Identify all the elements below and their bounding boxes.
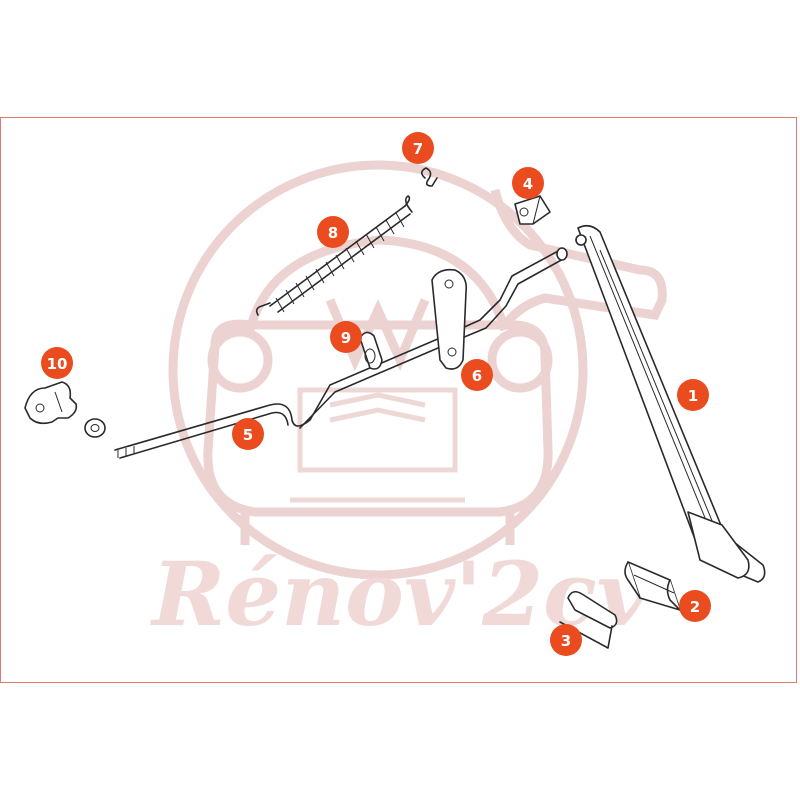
callout-label: 2 bbox=[690, 598, 700, 616]
accelerator-pedal-icon bbox=[575, 224, 766, 583]
callout-label: 3 bbox=[561, 632, 571, 650]
callout-label: 1 bbox=[688, 387, 698, 405]
return-spring-icon bbox=[255, 195, 413, 316]
callout-label: 5 bbox=[243, 426, 253, 444]
washer-icon bbox=[84, 418, 106, 438]
callout-10: 10 bbox=[41, 347, 73, 379]
callout-label: 7 bbox=[413, 140, 423, 158]
diagram-frame bbox=[0, 117, 797, 683]
callout-5: 5 bbox=[232, 418, 264, 450]
callout-label: 6 bbox=[472, 367, 482, 385]
accelerator-rod-icon bbox=[114, 247, 568, 459]
spring-clip-icon bbox=[420, 167, 438, 187]
pedal-stop-bracket-icon bbox=[514, 195, 551, 225]
callout-7: 7 bbox=[402, 132, 434, 164]
rod-mounting-bracket-icon bbox=[24, 381, 78, 425]
callout-6: 6 bbox=[461, 359, 493, 391]
callout-8: 8 bbox=[317, 216, 349, 248]
callout-1: 1 bbox=[677, 379, 709, 411]
lever-plate-icon bbox=[431, 268, 468, 370]
callout-3: 3 bbox=[550, 624, 582, 656]
callout-label: 10 bbox=[47, 355, 68, 373]
rod-bushing-icon bbox=[359, 331, 383, 370]
callout-label: 4 bbox=[523, 175, 533, 193]
callout-label: 9 bbox=[341, 329, 351, 347]
callout-4: 4 bbox=[512, 167, 544, 199]
callout-2: 2 bbox=[679, 590, 711, 622]
callout-9: 9 bbox=[330, 321, 362, 353]
callout-label: 8 bbox=[328, 224, 338, 242]
